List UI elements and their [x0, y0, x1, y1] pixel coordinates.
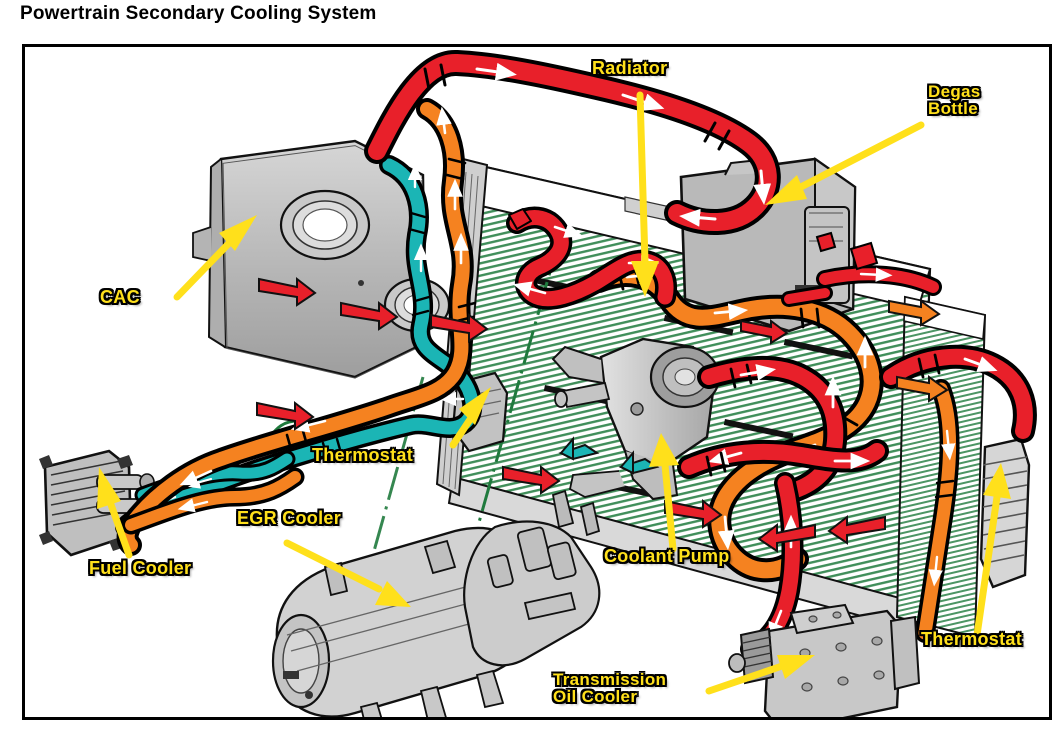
hose-hot-red-right — [879, 344, 1037, 443]
airflow-arrows-orange — [888, 299, 949, 403]
egr-cooler-component — [271, 489, 601, 717]
cooling-system-illustration — [39, 50, 1037, 717]
hose-warm-orange-right — [587, 263, 884, 583]
hose-hot-red-top — [364, 50, 781, 235]
hose-warm-orange-fuelcooler — [121, 467, 305, 535]
hose-hot-red-lower — [677, 439, 889, 479]
hose-warm-orange — [116, 98, 477, 556]
misc-pipes — [523, 381, 611, 621]
hose-connectors-red — [815, 231, 879, 271]
page-title: Powertrain Secondary Cooling System — [20, 3, 377, 24]
transmission-oil-cooler-component — [728, 603, 921, 717]
hose-hot-red-upper-right — [781, 265, 942, 307]
callout-arrows — [97, 91, 1011, 695]
hose-hot-red-pump-out — [697, 356, 848, 503]
diagram-frame: Radiator Degas Bottle CAC Thermostat Fue… — [22, 44, 1052, 720]
airflow-arrows-teal — [558, 436, 660, 475]
hose-warm-orange-down — [915, 379, 960, 643]
airflow-arrows-red — [256, 276, 886, 553]
